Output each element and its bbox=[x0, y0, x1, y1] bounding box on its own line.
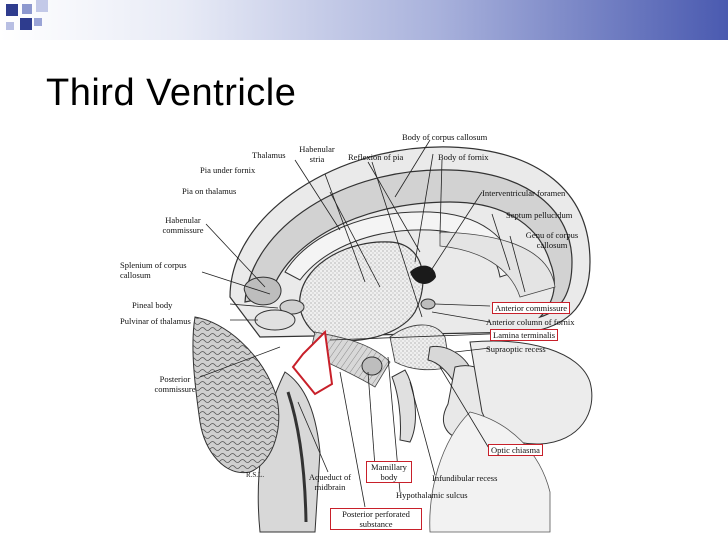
label-habenular-stria: Habenular stria bbox=[292, 144, 342, 164]
label-septum-pellucidum: Septum pellucidum bbox=[506, 210, 572, 220]
cerebellum bbox=[193, 317, 279, 473]
mamillary-body-shape bbox=[362, 357, 382, 375]
label-lamina-terminalis: Lamina terminalis bbox=[490, 329, 558, 341]
title-bar-gradient bbox=[0, 0, 728, 40]
label-anterior-commissure: Anterior commissure bbox=[492, 302, 570, 314]
label-genu-corpus-callosum: Genu of corpus callosum bbox=[518, 230, 586, 250]
anterior-commissure-shape bbox=[421, 299, 435, 309]
label-mamillary-body: Mamillary body bbox=[366, 461, 412, 483]
label-supraoptic-recess: Supraoptic recess bbox=[486, 344, 546, 354]
label-reflexion-of-pia: Reflexion of pia bbox=[348, 152, 403, 162]
slide-title: Third Ventricle bbox=[46, 72, 296, 115]
label-pineal-body: Pineal body bbox=[132, 300, 172, 310]
label-posterior-perforated-substance: Posterior perforated substance bbox=[330, 508, 422, 530]
label-interventricular-foramen: Interventricular foramen bbox=[482, 188, 565, 198]
label-pia-on-thalamus: Pia on thalamus bbox=[182, 186, 236, 196]
label-pia-under-fornix: Pia under fornix bbox=[200, 165, 255, 175]
label-splenium-corpus-callosum: Splenium of corpus callosum bbox=[120, 260, 190, 280]
label-body-of-fornix: Body of fornix bbox=[438, 152, 489, 162]
label-hypothalamic-sulcus: Hypothalamic sulcus bbox=[396, 490, 468, 500]
infundibulum bbox=[392, 370, 415, 442]
decorative-squares bbox=[0, 0, 60, 50]
third-ventricle-diagram: Body of corpus callosum Habenular stria … bbox=[110, 122, 720, 546]
pulvinar bbox=[255, 310, 295, 330]
label-body-corpus-callosum: Body of corpus callosum bbox=[402, 132, 487, 142]
label-infundibular-recess: Infundibular recess bbox=[432, 473, 497, 483]
label-optic-chiasma: Optic chiasma bbox=[488, 444, 543, 456]
artist-signature: R.S.L. bbox=[246, 470, 264, 480]
label-habenular-commissure: Habenular commissure bbox=[154, 215, 212, 235]
label-anterior-column-of-fornix: Anterior column of fornix bbox=[486, 317, 575, 327]
label-pulvinar-of-thalamus: Pulvinar of thalamus bbox=[120, 316, 191, 326]
label-aqueduct-of-midbrain: Aqueduct of midbrain bbox=[308, 472, 352, 492]
label-posterior-commissure: Posterior commissure bbox=[146, 374, 204, 394]
label-thalamus: Thalamus bbox=[252, 150, 286, 160]
